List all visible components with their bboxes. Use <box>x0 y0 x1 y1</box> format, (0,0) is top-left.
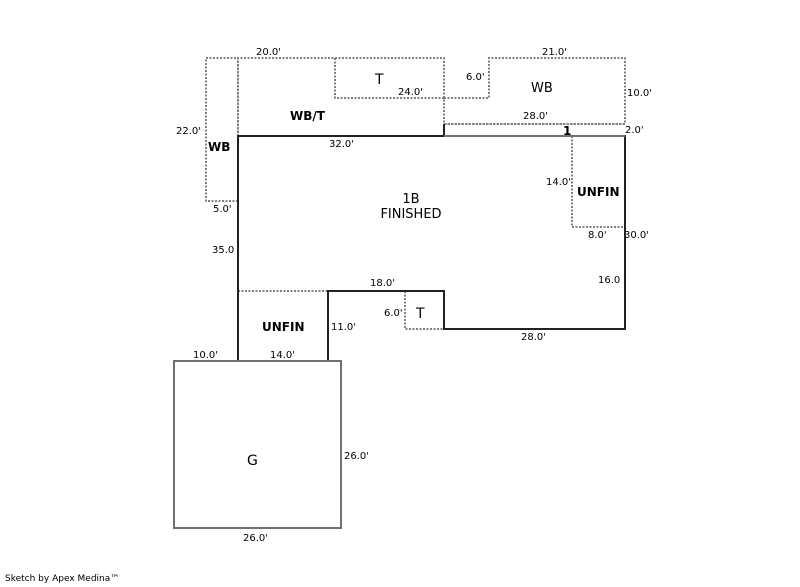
dim-left-5: 5.0' <box>213 204 232 215</box>
dim-unfin-8: 8.0' <box>588 230 607 241</box>
unfin-right-outline <box>571 136 625 228</box>
dim-left-22: 22.0' <box>176 126 201 137</box>
dim-strip-28: 28.0' <box>523 111 548 122</box>
area-main-label: FINISHED <box>380 207 441 222</box>
dim-top-24: 24.0' <box>398 87 423 98</box>
sketch-credit: Sketch by Apex Medina™ <box>5 574 120 584</box>
dim-top-20: 20.0' <box>256 47 281 58</box>
dim-step-18: 18.0' <box>370 278 395 289</box>
area-unfin-right: UNFIN <box>577 185 620 199</box>
t-top-outline <box>335 57 445 98</box>
dim-g-26-right: 26.0' <box>344 451 369 462</box>
area-t-lower: T <box>415 306 425 322</box>
dim-left-35: 35.0 <box>212 245 234 256</box>
dim-g-10: 10.0' <box>193 350 218 361</box>
main-outline <box>237 124 626 362</box>
dim-g-14: 14.0' <box>270 350 295 361</box>
dim-main-32: 32.0' <box>329 139 354 150</box>
dim-strip-2: 2.0' <box>625 125 644 136</box>
dim-right-16: 16.0 <box>598 275 620 286</box>
wbt-outline <box>237 57 445 136</box>
dim-top-21: 21.0' <box>542 47 567 58</box>
dim-step-11: 11.0' <box>331 322 356 333</box>
area-marker: 1 <box>563 124 571 138</box>
area-wb-right: WB <box>531 81 553 96</box>
area-wb-left: WB <box>208 140 230 154</box>
area-main-code: 1B <box>402 192 419 207</box>
dim-top-6: 6.0' <box>466 72 485 83</box>
dim-right-30: 30.0' <box>624 230 649 241</box>
area-unfin-lower: UNFIN <box>262 320 305 334</box>
dim-right-10: 10.0' <box>627 88 652 99</box>
dim-g-26-bottom: 26.0' <box>243 533 268 544</box>
area-t-top: T <box>374 72 384 88</box>
wb-left-outline <box>205 57 239 202</box>
t-lower-outline <box>404 291 444 330</box>
area-garage: G <box>247 453 258 469</box>
dim-bottom-28: 28.0' <box>521 332 546 343</box>
garage-outline <box>173 360 342 529</box>
area-wbt: WB/T <box>290 109 326 123</box>
dim-t-6: 6.0' <box>384 308 403 319</box>
dim-unfin-14: 14.0' <box>546 177 571 188</box>
